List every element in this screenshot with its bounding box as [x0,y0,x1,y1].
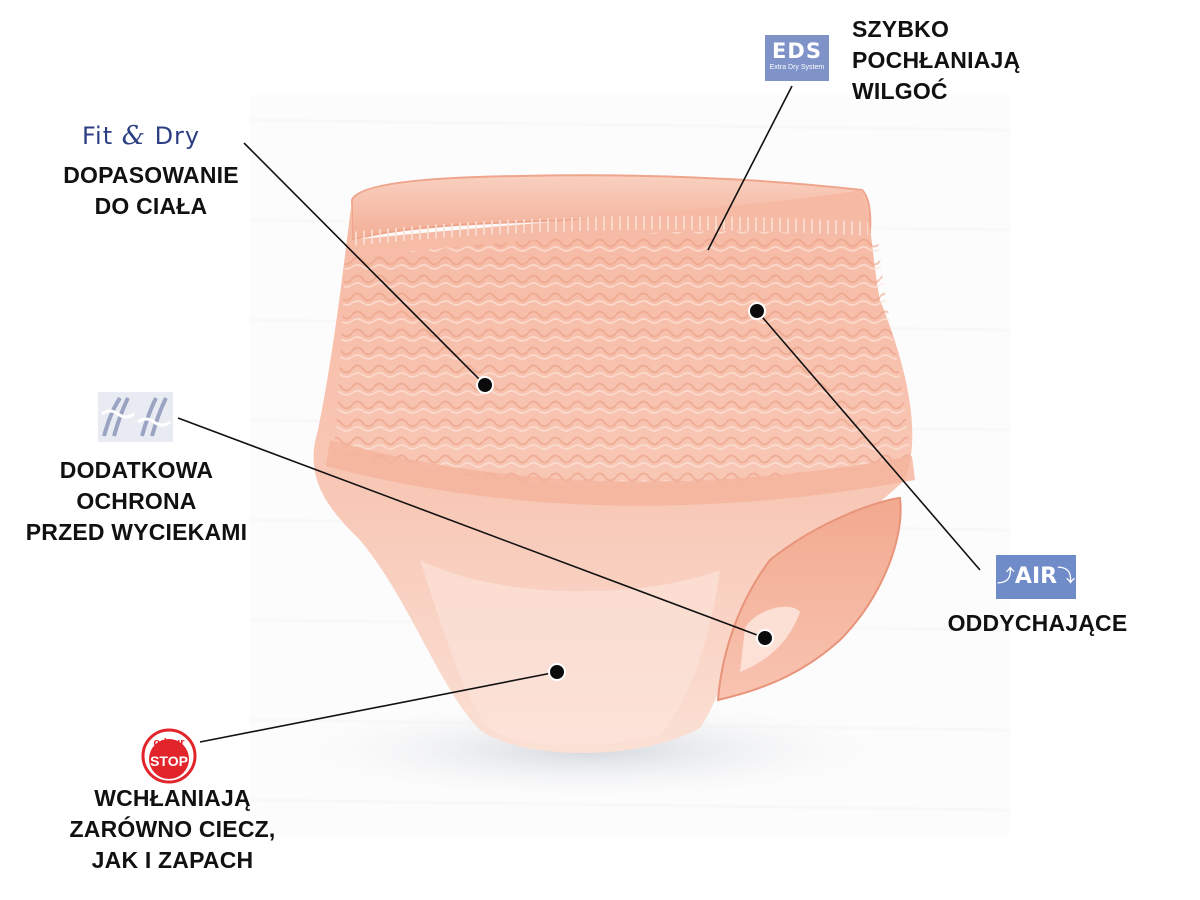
callout-dot-leak [756,629,774,647]
air-arrow-right-icon: ⤵ [1057,566,1076,587]
callout-line-leak [177,417,766,639]
eds-logo-subtext: Extra Dry System [769,64,825,71]
pants-body [313,174,915,753]
fit-dry-logo-fit: Fit [82,122,114,150]
callout-dot-odour [548,663,566,681]
air-arrow-left-icon: ⤴ [996,566,1015,587]
fit-dry-logo-dry: Dry [154,122,201,150]
fit-dry-logo: Fit & Dry [82,121,200,151]
eds-logo-text: EDS [772,39,822,63]
callout-line-fit-dry [243,142,486,386]
odour-stop-badge: odour STOP [141,728,197,784]
callout-line-air [756,310,981,571]
label-air: ODDYCHAJĄCE [947,610,1128,636]
odour-badge-top-text: odour [153,737,185,749]
callout-dot-fit-dry [476,376,494,394]
callout-dot-air [748,302,766,320]
label-odour: WCHŁANIAJĄ ZARÓWNO CIECZ, JAK I ZAPACH [69,785,276,873]
callout-line-eds [707,85,793,251]
label-eds: SZYBKO POCHŁANIAJĄ WILGOĆ [852,16,1021,104]
label-leak: DODATKOWA OCHRONA PRZED WYCIEKAMI [25,457,248,545]
odour-badge-bottom-text: STOP [150,753,188,769]
label-fit-dry: DOPASOWANIE DO CIAŁA [63,162,239,219]
air-logo-text: AIR [1014,564,1058,589]
air-logo: ⤴AIR⤵ [996,555,1076,599]
eds-logo: EDS Extra Dry System [765,35,829,81]
fit-dry-logo-amp: & [121,121,146,151]
callout-lines [177,85,981,743]
callout-dots [476,302,774,681]
callout-line-odour [199,671,558,743]
leak-guard-icon [98,392,173,442]
